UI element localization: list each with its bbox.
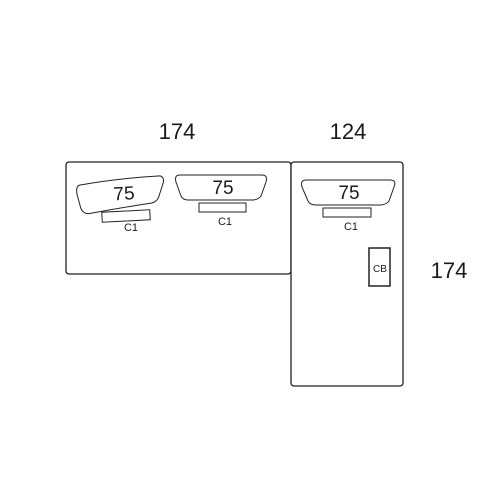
module-1-seat-label: 75 xyxy=(113,183,135,205)
module-2-cushion-label: C1 xyxy=(218,216,232,228)
module-2-seat-label: 75 xyxy=(212,178,233,199)
module-1-cushion-label: C1 xyxy=(124,222,138,234)
module-3: 75 xyxy=(301,179,396,206)
cb-box xyxy=(368,247,391,287)
module-1-cushion-rect xyxy=(101,209,151,223)
right-section-outline xyxy=(290,161,404,387)
module-1-cushion xyxy=(101,209,151,223)
module-3-seat xyxy=(301,179,396,206)
module-3-seat-label: 75 xyxy=(338,183,359,204)
left-width-label: 174 xyxy=(159,119,196,144)
module-2-seat xyxy=(175,174,267,201)
cb-label: CB xyxy=(373,264,387,275)
module-2: 75 xyxy=(175,174,267,201)
module-2-cushion xyxy=(198,202,247,213)
module-3-cushion xyxy=(322,207,372,218)
right-width-label: 124 xyxy=(330,119,367,144)
module-3-cushion-label: C1 xyxy=(344,221,358,233)
module-1-seat xyxy=(76,175,165,215)
module-1: 75 xyxy=(76,175,165,215)
right-depth-label: 174 xyxy=(431,258,468,283)
